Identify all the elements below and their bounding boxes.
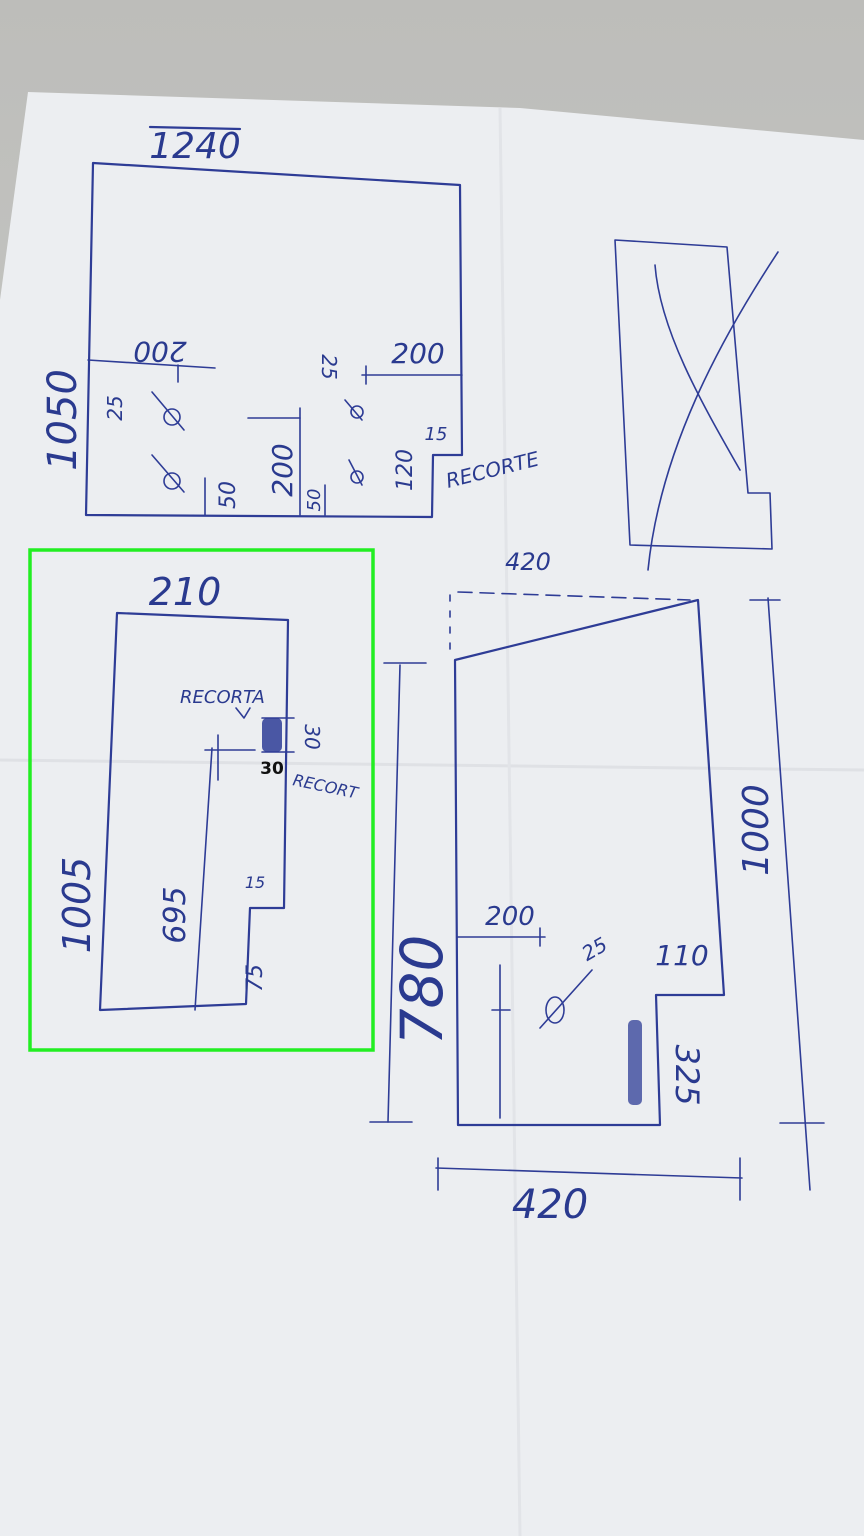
left-width-label: 210 (149, 570, 222, 614)
hole-3-slash (344, 399, 363, 421)
right-hole (545, 996, 565, 1024)
right-hole-slash (539, 969, 593, 1029)
side-sketch-outline (614, 239, 773, 550)
left-notch-height-label: 75 (243, 964, 268, 992)
hole-spacing-left-label: 200 (133, 335, 186, 368)
paper-sheet (0, 92, 864, 1536)
right-notch-width-label: 110 (655, 939, 708, 972)
hole-4 (350, 470, 364, 484)
left-notch-width-label: 15 (245, 873, 265, 892)
right-hole-offset-label: 200 (485, 902, 535, 932)
cut-scribble (262, 718, 282, 752)
right-piece-outline (453, 598, 726, 1127)
side-sketch-curve-1 (647, 251, 779, 571)
hole-2 (163, 472, 181, 490)
height-left-dim (387, 664, 401, 1123)
height-right-dim (767, 597, 811, 1191)
left-inner-height-label: 695 (158, 886, 193, 943)
cut-depth-label: 120 (393, 449, 418, 491)
paper-fold-horizontal (0, 758, 864, 772)
spacing-200-label: 200 (266, 443, 299, 496)
hole-spacing-right-label: 200 (391, 337, 444, 370)
paper-fold-vertical (498, 107, 522, 1536)
highlight-box (28, 548, 375, 1052)
bottom-width-dim (435, 1167, 743, 1179)
top-piece-drawing: 1240 1050 200 200 25 25 50 200 50 120 15… (40, 125, 542, 519)
right-top-width-label: 420 (505, 548, 551, 576)
hole-3 (350, 405, 364, 419)
top-height-label: 1050 (40, 369, 86, 471)
overlay-value-label: 30 (260, 759, 284, 779)
left-inner-line (194, 747, 213, 1011)
side-sketch (614, 239, 779, 571)
right-height-left-label: 780 (388, 935, 456, 1046)
side-sketch-curve-2 (654, 264, 741, 471)
right-height-right-label: 1000 (736, 784, 777, 876)
right-top-dim-line (457, 591, 691, 601)
cut-size-label: 30 (300, 724, 324, 749)
right-bottom-width-label: 420 (512, 1182, 588, 1228)
top-width-label: 1240 (149, 126, 241, 167)
notch-scribble (628, 1020, 642, 1105)
hole-2-slash (151, 454, 185, 493)
hole-1-slash (151, 391, 185, 431)
top-width-dim-line (148, 125, 242, 131)
cut-arrow (235, 707, 251, 719)
spacing-50-label: 50 (216, 481, 241, 509)
top-piece-outline (84, 161, 464, 519)
hole-1 (163, 408, 181, 426)
right-notch-height-label: 325 (668, 1044, 706, 1105)
top-hole-row-left-line (87, 359, 216, 369)
cut-width-label: 15 (425, 424, 448, 445)
offset-mid-label: 25 (317, 354, 341, 379)
cut-note-top: RECORTA (180, 687, 265, 708)
left-height-label: 1005 (55, 857, 99, 954)
left-piece-outline (98, 611, 290, 1012)
spacing-50b-label: 50 (304, 489, 325, 512)
hole-4-slash (348, 459, 363, 486)
offset-left-label: 25 (103, 395, 127, 420)
